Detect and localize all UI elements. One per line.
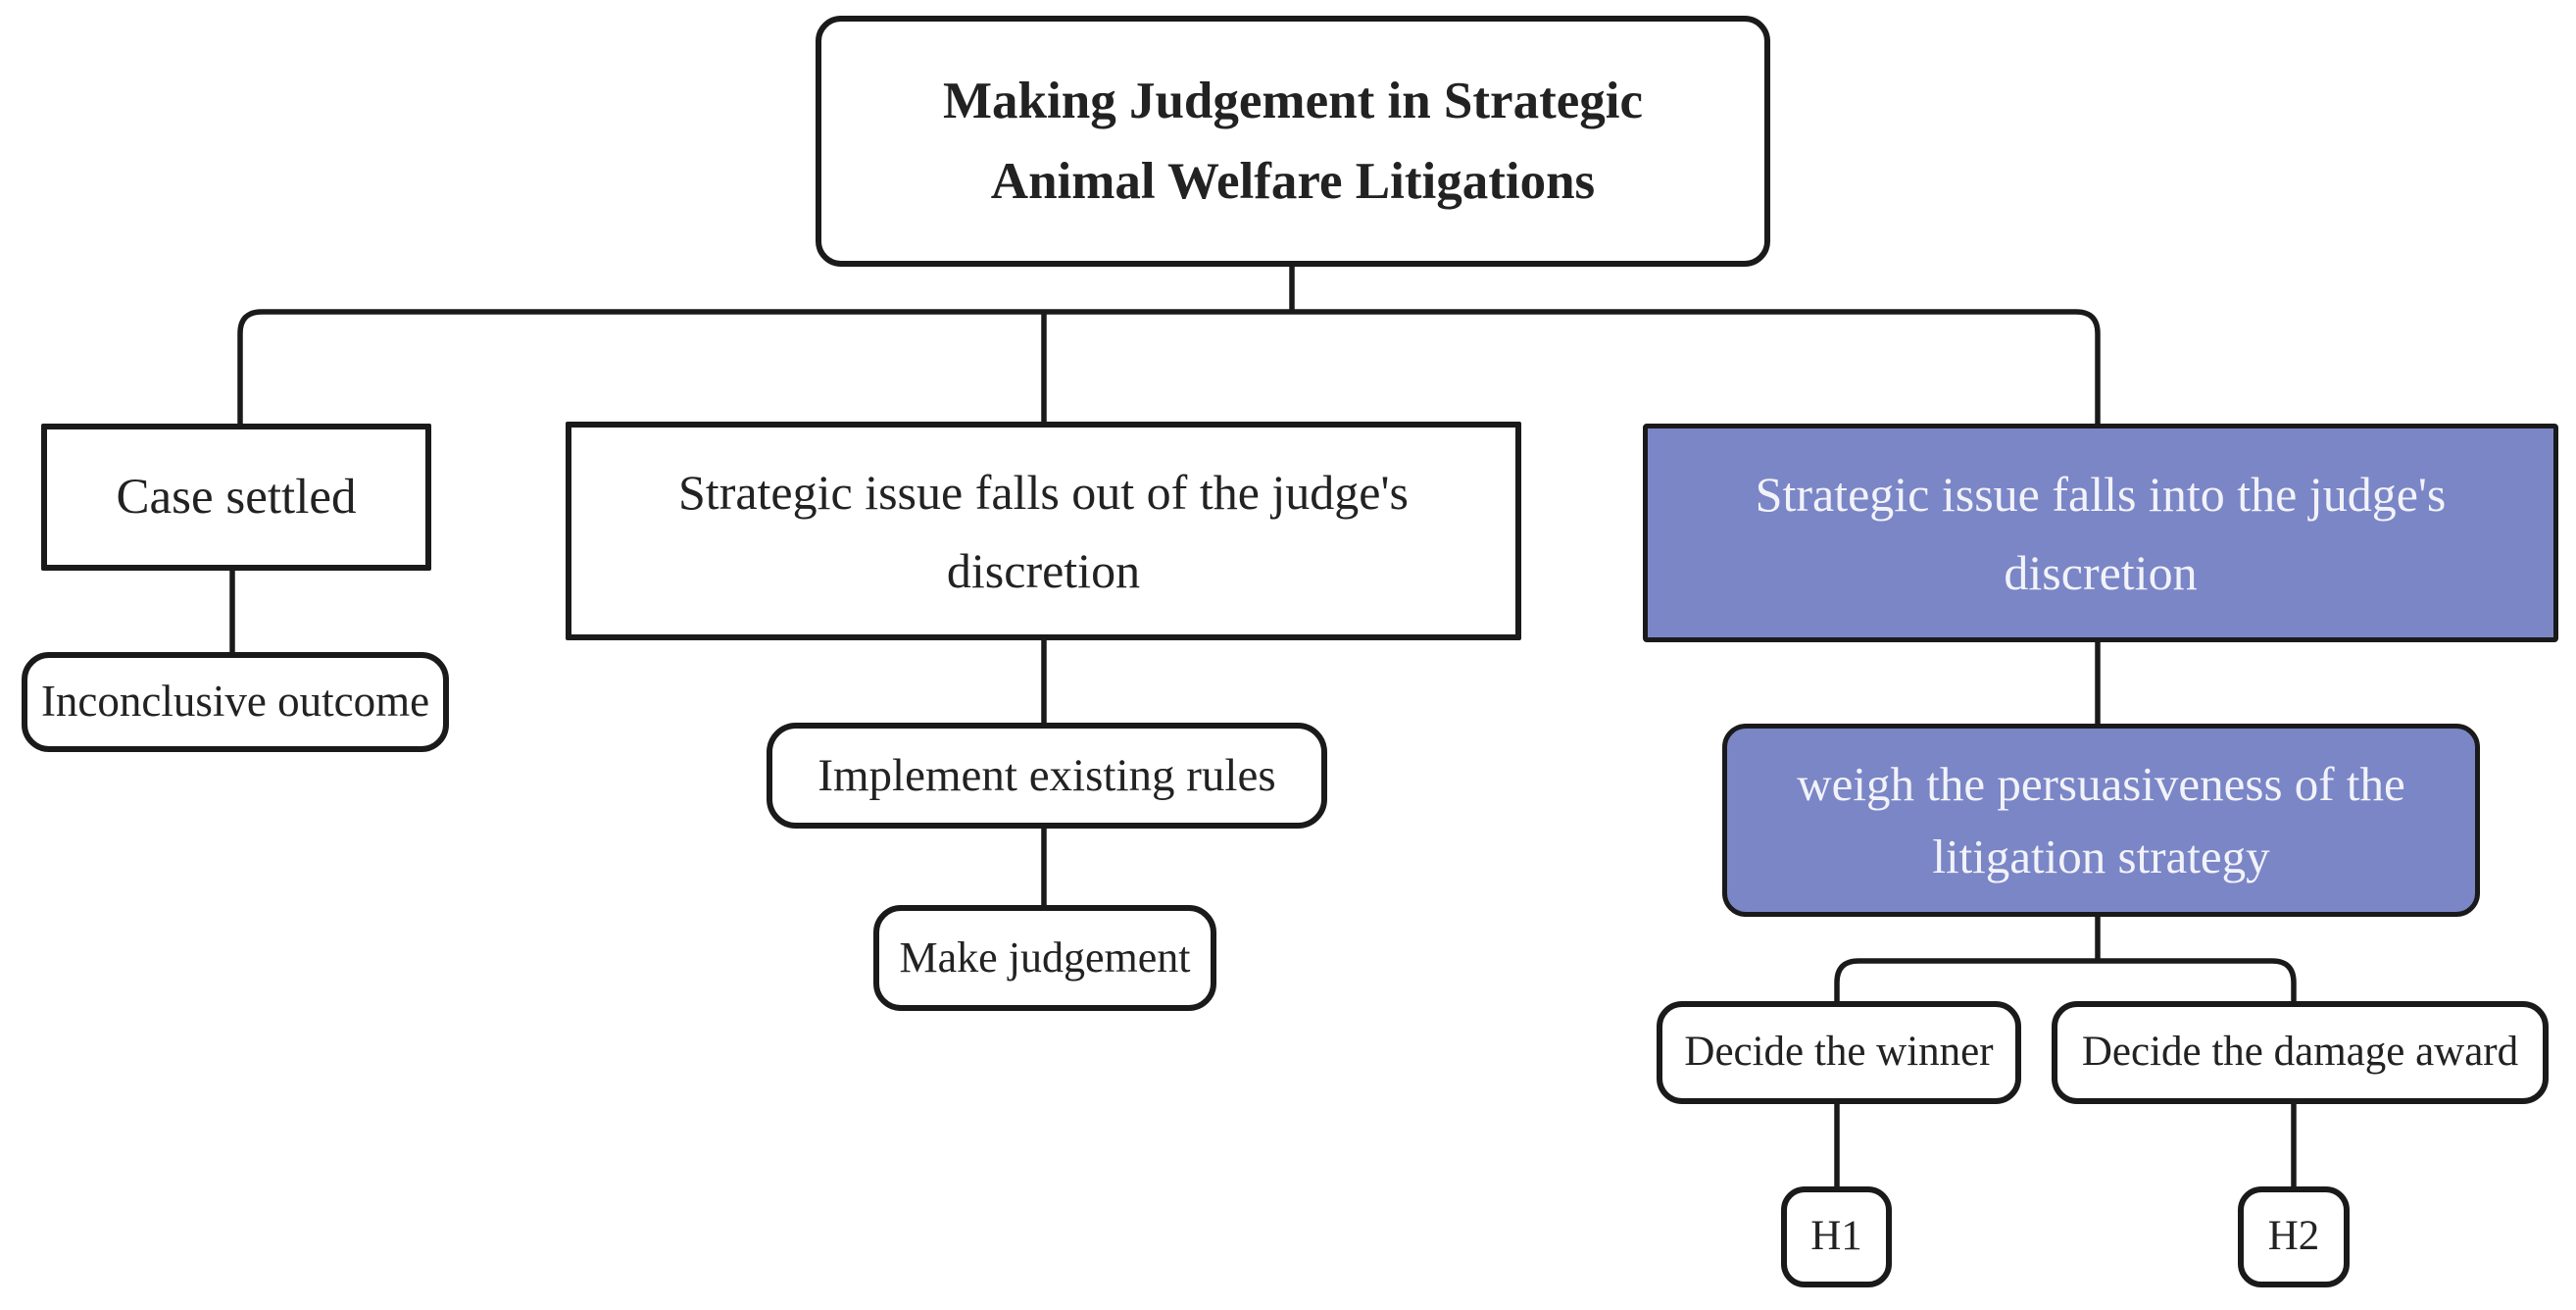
- node-root-title: Making Judgement in Strategic Animal Wel…: [816, 16, 1770, 267]
- node-decide-damage-award: Decide the damage award: [2052, 1001, 2549, 1104]
- node-out-of-discretion: Strategic issue falls out of the judge's…: [566, 422, 1521, 640]
- node-inconclusive-outcome: Inconclusive outcome: [22, 652, 449, 752]
- node-h1: H1: [1781, 1186, 1892, 1287]
- node-decide-winner: Decide the winner: [1657, 1001, 2021, 1104]
- connector-split-bar: [1834, 958, 2297, 1005]
- node-case-settled: Case settled: [41, 424, 431, 571]
- node-make-judgement: Make judgement: [873, 905, 1216, 1011]
- connector-branch-bar: [237, 309, 2101, 428]
- node-weigh-persuasiveness: weigh the persuasiveness of the litigati…: [1722, 724, 2480, 917]
- node-into-discretion: Strategic issue falls into the judge's d…: [1643, 424, 2558, 642]
- node-implement-existing-rules: Implement existing rules: [767, 723, 1327, 829]
- node-h2: H2: [2238, 1186, 2350, 1287]
